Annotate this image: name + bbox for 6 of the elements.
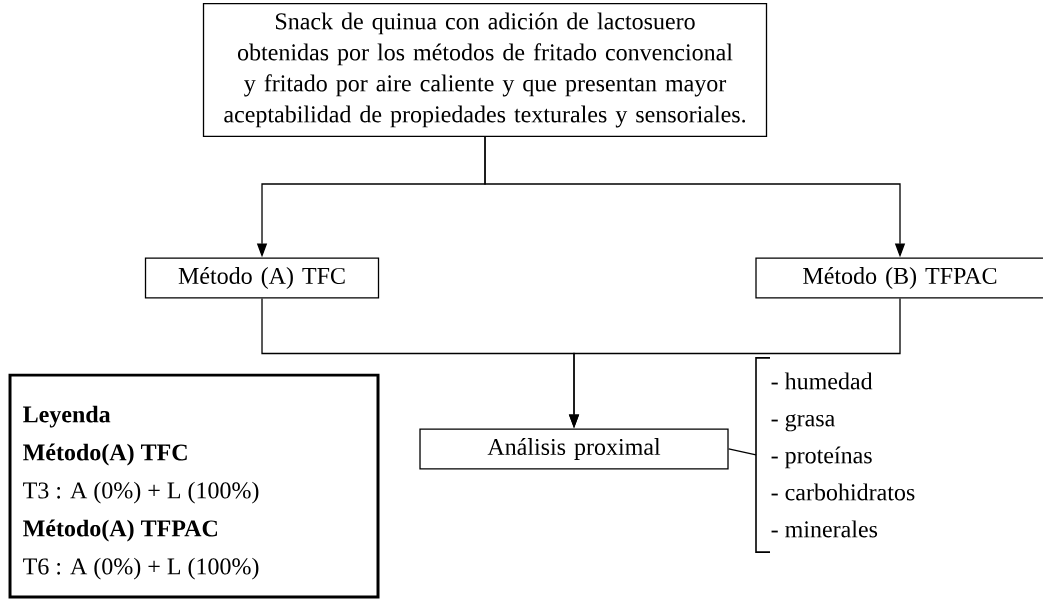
- process-box: Método (A) TFC: [144, 257, 380, 299]
- bracketed-list: - humedad - grasa - proteínas - carbohidratos - minerales: [755, 357, 915, 553]
- process-box: Método (B) TFPAC: [755, 257, 1043, 299]
- legend-box: Leyenda Método(A) TFC T3 : A (0%) + L (100%) Método(A) TFPAC T6 : A (0%) + L (100%): [8, 373, 380, 599]
- process-box: Análisis proximal: [419, 428, 729, 470]
- process-box: Snack de quinua con adición de lactosuero obtenidas por los métodos de fritado convencional y fritado por aire caliente y que presentan mayor aceptabilidad de propiedades texturales y sensoriales.: [202, 2, 768, 138]
